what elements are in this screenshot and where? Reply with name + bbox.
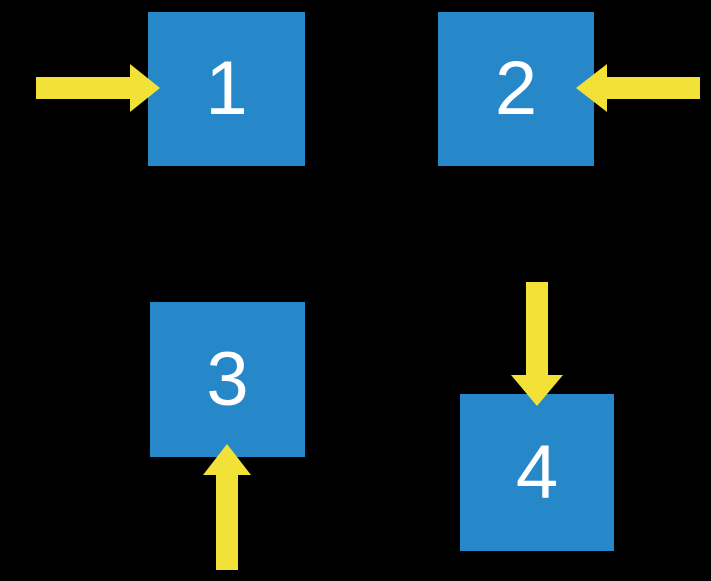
- arrow-down-icon: [511, 282, 563, 406]
- arrow-up-icon: [203, 444, 251, 570]
- arrow-left-icon: [576, 64, 700, 112]
- square-2-label: 2: [494, 46, 538, 131]
- square-1: 1: [148, 12, 305, 166]
- square-3-label: 3: [206, 336, 249, 422]
- square-4: 4: [460, 394, 614, 551]
- square-4-label: 4: [515, 429, 559, 515]
- square-1-label: 1: [205, 46, 248, 131]
- arrow-right-icon: [36, 64, 160, 112]
- square-3: 3: [150, 302, 305, 457]
- square-2: 2: [438, 12, 594, 166]
